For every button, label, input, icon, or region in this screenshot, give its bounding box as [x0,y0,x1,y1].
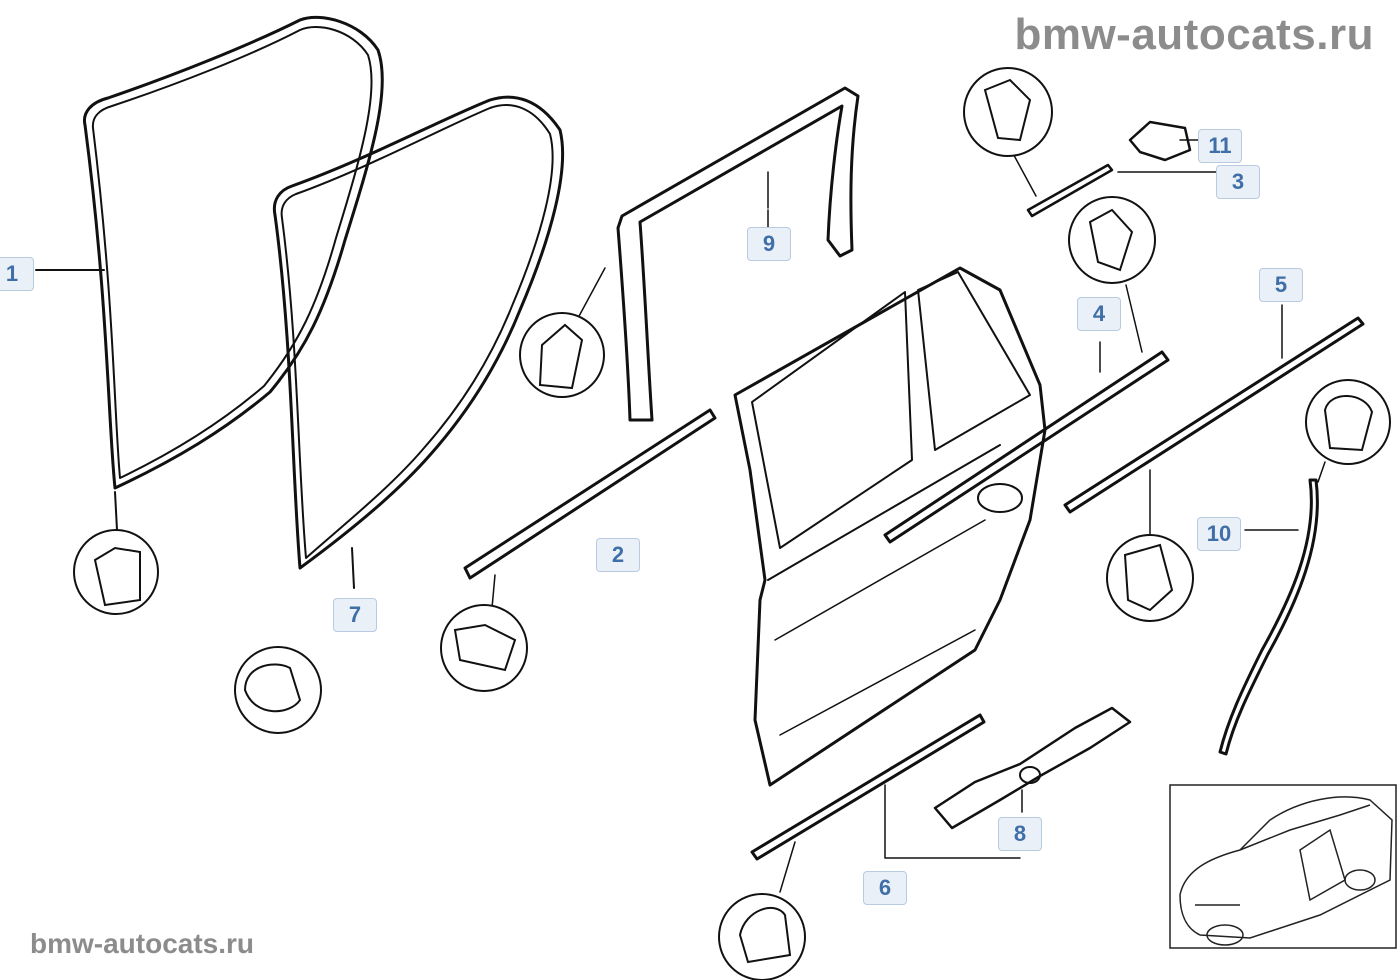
callout-5[interactable]: 5 [1259,268,1303,302]
door-shell-drawing [733,266,1047,787]
seal-profile-detail-icon [519,312,605,398]
check-strap-8-drawing [933,706,1132,830]
seal-profile-detail-icon [1068,196,1156,284]
seal-profile-detail-icon [1305,379,1391,465]
car-locator-icon [1169,784,1397,949]
seal-profile-detail-icon [234,646,322,734]
callout-11[interactable]: 11 [1198,129,1242,163]
callout-1[interactable]: 1 [0,257,34,291]
seal-profile-detail-icon [440,604,528,692]
watermark-bottom: bmw-autocats.ru [30,928,255,959]
door-seal-7-drawing [272,95,565,589]
callout-2[interactable]: 2 [596,538,640,572]
callout-7[interactable]: 7 [333,598,377,632]
trim-strip-5-drawing [1063,304,1365,536]
watermark-top: bmw-autocats.ru [1014,10,1374,59]
callout-9[interactable]: 9 [747,227,791,261]
window-frame-9-drawing [577,86,860,422]
callout-3[interactable]: 3 [1216,165,1260,199]
callout-8[interactable]: 8 [998,817,1042,851]
callout-4[interactable]: 4 [1077,297,1121,331]
callout-10[interactable]: 10 [1197,517,1241,551]
seal-profile-detail-icon [1106,534,1194,622]
clip-11-drawing [1128,120,1201,162]
belt-strip-4-drawing [883,284,1170,544]
callout-6[interactable]: 6 [863,871,907,905]
seal-profile-detail-icon [718,893,806,980]
seal-10-drawing [1218,461,1326,756]
seal-profile-detail-icon [963,67,1053,157]
belt-strip-2-drawing [463,408,717,609]
sill-strip-6-drawing [750,713,1021,893]
door-seal-1-drawing [82,15,384,531]
seal-profile-detail-icon [73,529,159,615]
